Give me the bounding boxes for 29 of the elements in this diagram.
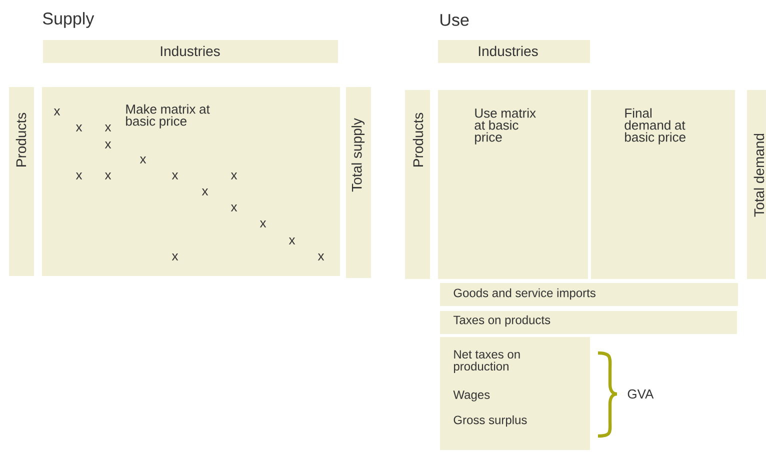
- header-box: Industries: [438, 40, 590, 63]
- x-mark: x: [76, 172, 82, 180]
- side-label-box: Total supply: [346, 87, 371, 278]
- side-label-box: Total demand: [747, 90, 766, 279]
- matrix-box: Use matrix at basic price: [438, 90, 588, 279]
- matrix-box: [42, 87, 340, 276]
- x-mark: x: [230, 172, 238, 180]
- row-box: Goods and service imports: [440, 283, 738, 306]
- x-mark: x: [140, 156, 146, 164]
- x-mark: x: [104, 172, 112, 180]
- x-mark: x: [230, 204, 238, 212]
- header-box: Industries: [43, 40, 338, 63]
- brace-label: GVA: [628, 389, 654, 399]
- x-mark: x: [202, 188, 208, 196]
- x-mark: x: [172, 254, 178, 260]
- row-box: Net taxes on production Wages Gross surplus: [440, 337, 590, 450]
- x-mark: x: [288, 238, 296, 244]
- x-mark: x: [76, 124, 82, 132]
- side-label-box: Products: [405, 90, 430, 279]
- x-mark: x: [104, 124, 112, 132]
- x-mark: x: [260, 220, 266, 228]
- x-mark: x: [104, 142, 112, 148]
- x-mark: x: [318, 254, 324, 260]
- row-box: Taxes on products: [440, 311, 737, 334]
- matrix-box: Final demand at basic price: [591, 90, 735, 279]
- x-mark: x: [172, 172, 178, 180]
- side-label-box: Products: [9, 87, 34, 276]
- matrix-label: Make matrix at basic price: [126, 104, 210, 128]
- x-mark: x: [54, 108, 60, 116]
